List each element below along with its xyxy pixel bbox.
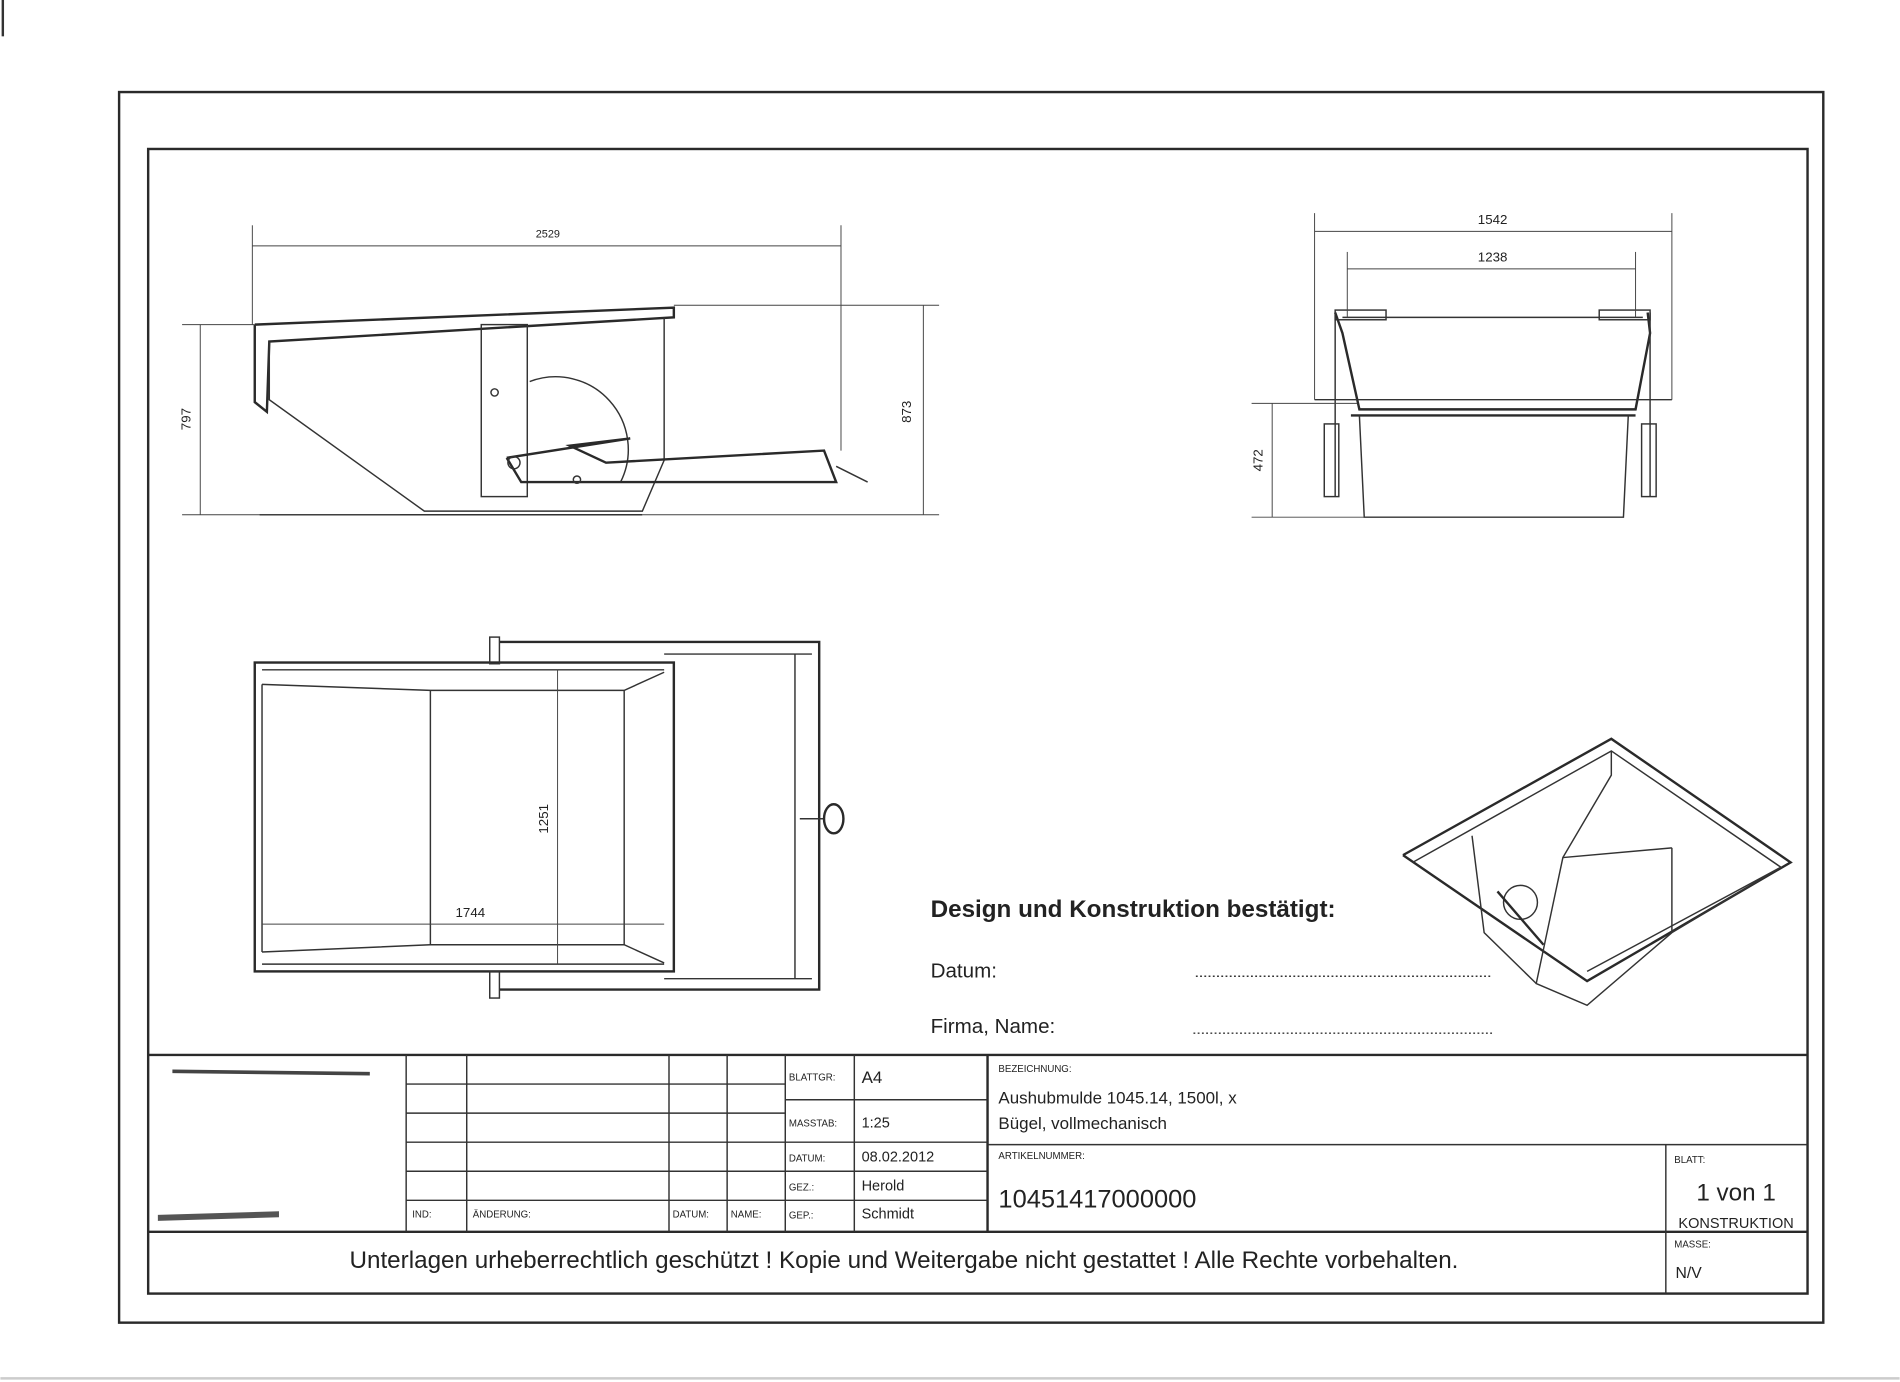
checked-by-value: Schmidt	[862, 1206, 914, 1222]
rev-header-ind: IND:	[412, 1209, 431, 1220]
sheet-value: 1 von 1	[1696, 1179, 1775, 1206]
article-number-label: ARTIKELNUMMER:	[998, 1151, 1084, 1162]
dim-side-length: 2529	[536, 228, 560, 240]
dim-top-width: 1251	[536, 804, 551, 834]
sheet-label: BLATT:	[1674, 1155, 1705, 1166]
designation-line-1: Aushubmulde 1045.14, 1500l, x	[998, 1088, 1237, 1107]
mass-label: MASSE:	[1674, 1240, 1711, 1251]
confirmation-heading: Design und Konstruktion bestätigt:	[931, 896, 1336, 923]
drawn-by-label: GEZ.:	[789, 1183, 814, 1194]
designation-label: BEZEICHNUNG:	[998, 1064, 1071, 1075]
date-label: Datum:	[931, 959, 997, 982]
side-view: 2529 797 873	[179, 225, 940, 516]
rev-header-date: DATUM:	[673, 1209, 709, 1220]
dim-side-height-left: 797	[179, 408, 194, 430]
dim-front-inner-width: 1238	[1478, 250, 1508, 265]
top-view: 1251 1744	[253, 636, 845, 999]
copyright-notice: Unterlagen urheberrechtlich geschützt ! …	[350, 1247, 1459, 1274]
sheet-size-label: BLATTGR:	[789, 1072, 836, 1083]
dim-front-lower-height: 472	[1250, 449, 1265, 471]
rev-header-change: ÄNDERUNG:	[473, 1209, 531, 1220]
dim-top-length: 1744	[456, 905, 486, 920]
company-logo	[157, 1069, 370, 1221]
designation-line-2: Bügel, vollmechanisch	[998, 1114, 1167, 1133]
dim-side-height-right: 873	[899, 401, 914, 423]
date-label-tb: DATUM:	[789, 1154, 825, 1165]
mass-value: N/V	[1676, 1265, 1703, 1282]
dim-front-outer-width: 1542	[1478, 212, 1508, 227]
inner-frame	[146, 147, 1809, 1295]
article-number: 10451417000000	[998, 1186, 1196, 1214]
department: KONSTRUKTION	[1678, 1216, 1793, 1232]
date-value: 08.02.2012	[862, 1150, 935, 1166]
outer-border	[117, 90, 1825, 1324]
rev-header-name: NAME:	[731, 1209, 762, 1220]
front-view: 1542 1238 472	[1250, 212, 1673, 518]
isometric-view	[1402, 737, 1793, 1007]
drawn-by-value: Herold	[862, 1179, 905, 1195]
scale-label: MASSTAB:	[789, 1118, 837, 1129]
sheet-size-value: A4	[862, 1068, 883, 1087]
title-block: IND: ÄNDERUNG: DATUM: NAME: BLATTGR: A4 …	[148, 1053, 1808, 1294]
company-name-label: Firma, Name:	[931, 1015, 1056, 1038]
scale-value: 1:25	[862, 1116, 890, 1132]
checked-by-label: GEP.:	[789, 1210, 814, 1221]
confirmation-block: Design und Konstruktion bestätigt: Datum…	[931, 896, 1493, 1038]
